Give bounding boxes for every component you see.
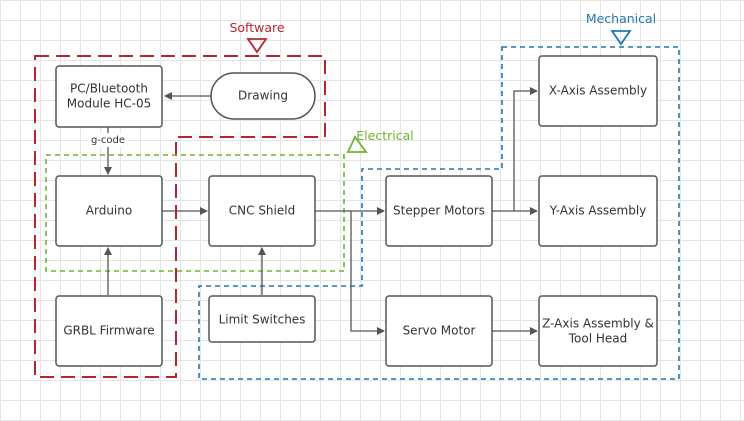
node-limit-switches: Limit Switches [208, 295, 316, 343]
node-servo-motor: Servo Motor [385, 295, 493, 367]
node-grbl-firmware-label: GRBL Firmware [63, 324, 154, 338]
node-y-axis: Y-Axis Assembly [538, 175, 658, 247]
software-triangle-icon [246, 38, 268, 54]
node-drawing-label: Drawing [238, 89, 288, 103]
node-z-axis-line-1: Z-Axis Assembly & [542, 317, 654, 331]
node-grbl-firmware: GRBL Firmware [55, 295, 163, 367]
node-limit-switches-label: Limit Switches [219, 313, 306, 327]
node-arduino: Arduino [55, 175, 163, 247]
node-pc-bluetooth-line-1: PC/Bluetooth [70, 82, 148, 96]
node-x-axis-label: X-Axis Assembly [549, 84, 647, 98]
node-cnc-shield: CNC Shield [208, 175, 316, 247]
electrical-group-title: Electrical [356, 128, 413, 143]
node-servo-motor-label: Servo Motor [403, 324, 476, 338]
electrical-triangle-icon [346, 135, 368, 153]
node-cnc-shield-label: CNC Shield [229, 204, 295, 218]
software-group-title: Software [229, 20, 284, 35]
edge-cnc-to-servo [350, 211, 385, 335]
mechanical-group-boundary [198, 46, 680, 380]
node-z-axis-line-2: Tool Head [568, 332, 628, 346]
node-stepper-motors-label: Stepper Motors [393, 204, 485, 218]
gcode-label: g-code [91, 135, 125, 146]
node-z-axis: Z-Axis Assembly & Tool Head [538, 295, 658, 367]
electrical-group-boundary [45, 154, 345, 272]
node-arduino-label: Arduino [86, 204, 132, 218]
edge-stepper-to-x [513, 87, 538, 211]
node-pc-bluetooth: PC/Bluetooth Module HC-05 [55, 65, 163, 128]
node-x-axis: X-Axis Assembly [538, 55, 658, 127]
mechanical-group-title: Mechanical [586, 11, 656, 26]
node-stepper-motors: Stepper Motors [385, 175, 493, 247]
node-drawing: Drawing [210, 72, 316, 120]
node-y-axis-label: Y-Axis Assembly [549, 204, 647, 218]
node-pc-bluetooth-line-2: Module HC-05 [67, 97, 151, 111]
mechanical-triangle-icon [610, 30, 632, 46]
